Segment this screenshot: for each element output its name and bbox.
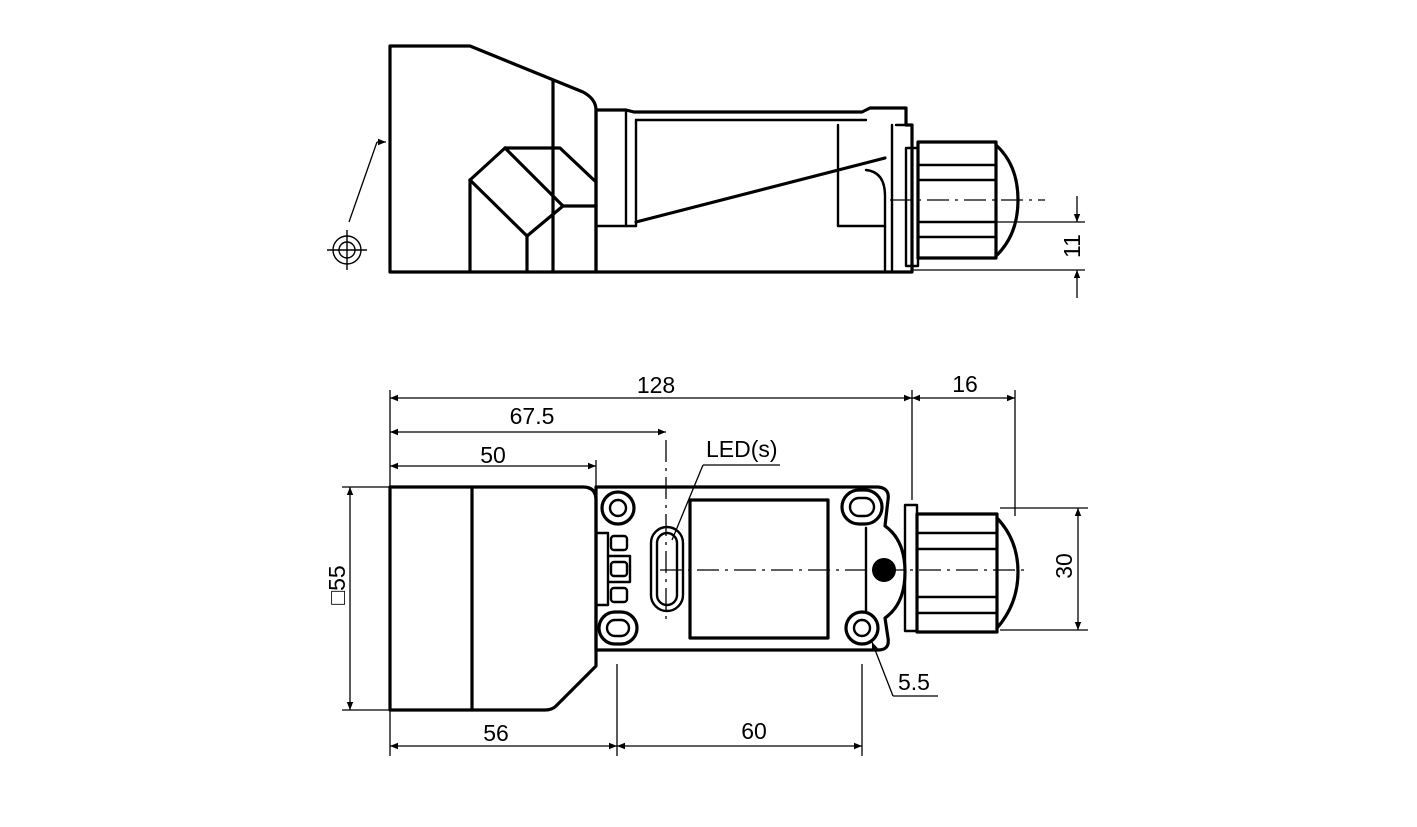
dim-60-label: 60: [741, 718, 767, 744]
side-head-bevel-join: [525, 204, 565, 238]
dim-5-5-label: 5.5: [898, 669, 930, 695]
led-indicator-inner: [655, 531, 679, 607]
led-leader: [671, 464, 704, 541]
dim-67-5-label: 67.5: [510, 403, 555, 429]
side-housing-diagonal: [634, 156, 887, 224]
dim-55-label: □55: [324, 565, 350, 604]
dim-56-label: 56: [483, 720, 509, 746]
top-hole-tl-inner: [608, 498, 628, 518]
side-head-bevel-mid: [503, 146, 598, 208]
top-hole-tl-outer: [600, 490, 636, 526]
top-hole-bl-inner: [605, 618, 631, 638]
sensing-leader: [348, 141, 378, 223]
top-terminal-2: [609, 560, 629, 578]
top-view: 128 16 67.5 50 LED(s) □55 30 56 60: [324, 371, 1088, 756]
top-terminal-1: [609, 534, 629, 552]
top-terminal-bracket: [606, 554, 632, 584]
dim-30-label: 30: [1051, 553, 1077, 579]
side-head-bevel-bottom: [468, 178, 529, 274]
top-terminal-3: [609, 586, 629, 604]
top-hole-br-outer: [844, 610, 880, 646]
top-housing-outline: [594, 485, 907, 652]
crosshair-target-icon: [327, 230, 367, 270]
top-hole-tr-outer: [840, 488, 884, 526]
top-hole-bl-outer: [597, 610, 639, 646]
dim-5-5-leader: [871, 641, 894, 697]
dim-11-label: 11: [1059, 234, 1085, 258]
top-head-outline: [388, 485, 598, 712]
side-view: 11: [327, 44, 1085, 298]
side-housing-curve: [864, 168, 887, 274]
led-indicator: [649, 525, 685, 613]
side-housing-outline: [594, 106, 914, 274]
top-gland-nut: [915, 512, 999, 634]
dim-50-label: 50: [480, 442, 506, 468]
dim-16-label: 16: [952, 371, 978, 397]
led-label: LED(s): [706, 436, 778, 462]
top-housing-window: [688, 498, 830, 640]
top-gland-thread: [903, 503, 919, 633]
top-gland-dome: [995, 516, 1020, 630]
top-hole-br-inner: [852, 618, 872, 638]
dim-128-label: 128: [637, 372, 675, 398]
side-head-bevel-top: [468, 146, 598, 184]
top-terminal-strip: [594, 531, 610, 607]
top-hole-tr-inner: [848, 496, 876, 518]
